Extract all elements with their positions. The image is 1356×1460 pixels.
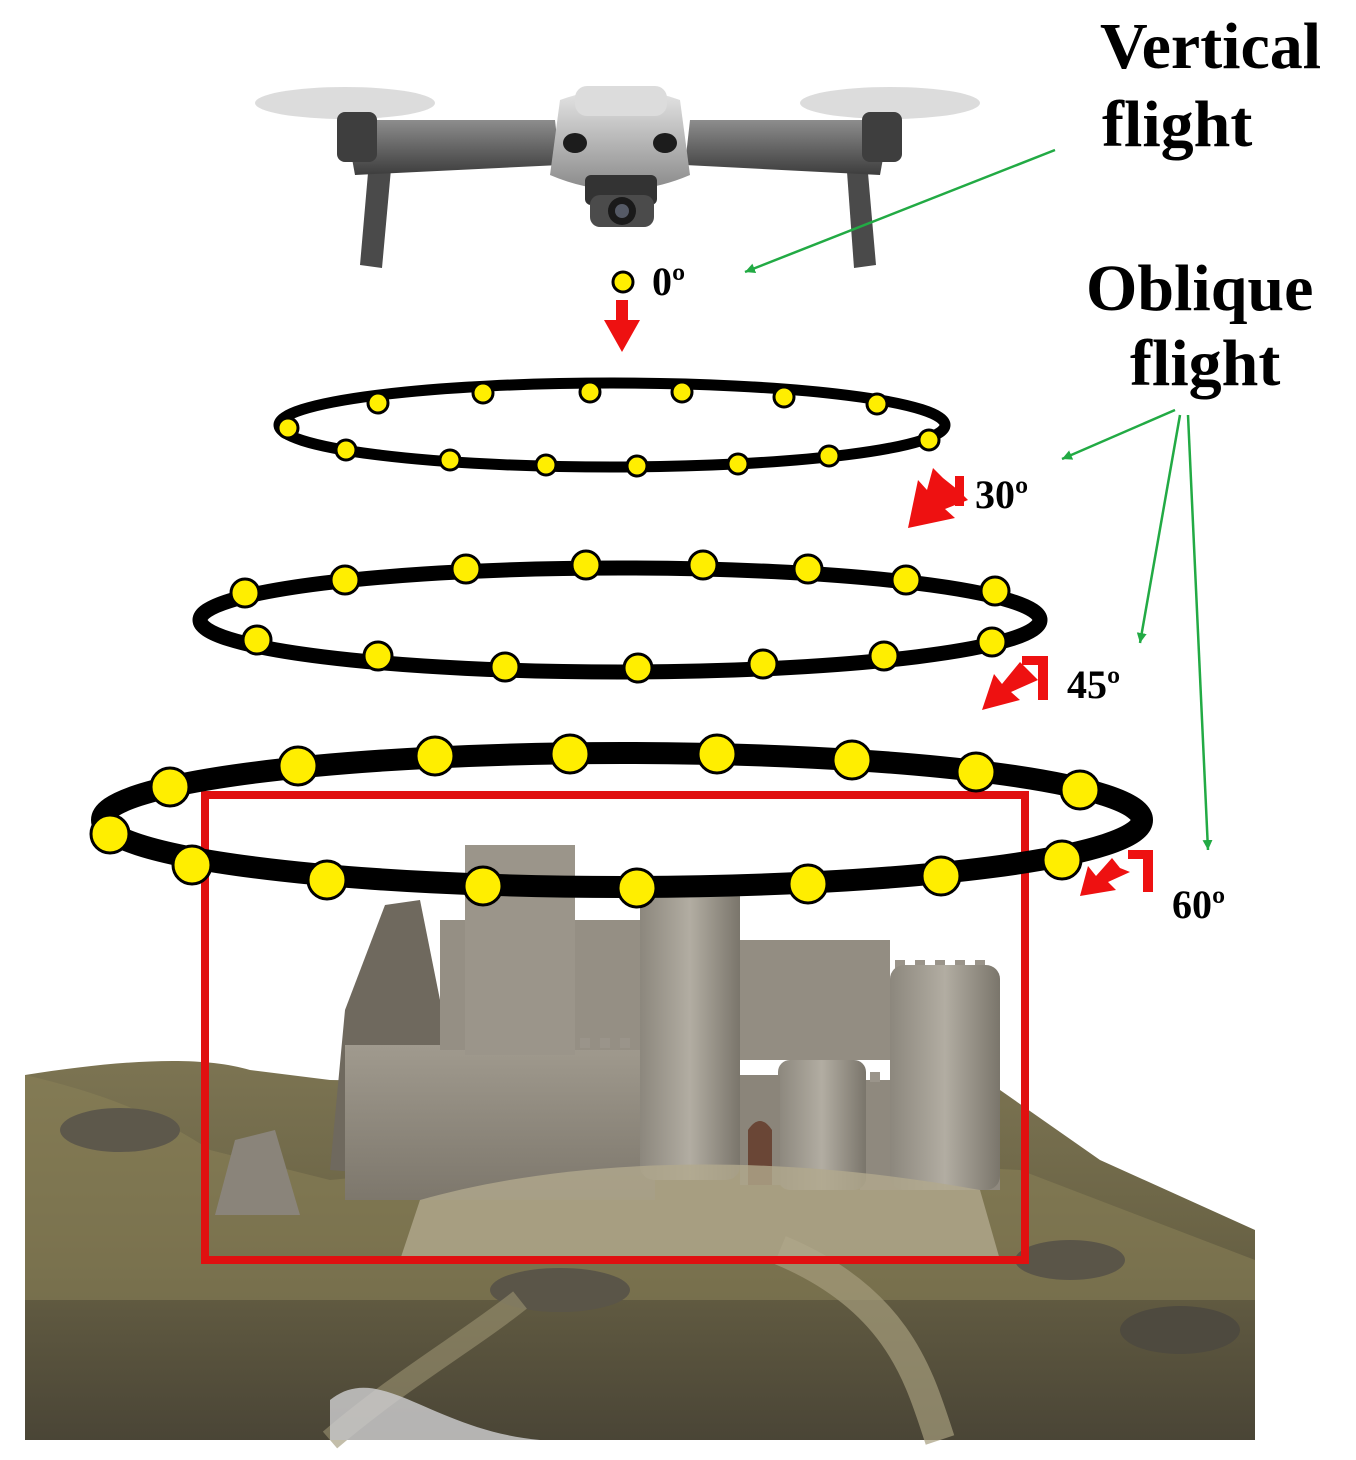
leader-line-45 (1136, 414, 1182, 644)
orbit-ring-45 (192, 560, 1048, 680)
waypoint (622, 652, 654, 684)
waypoint (670, 380, 694, 404)
waypoint (920, 855, 962, 897)
castle-terrain-illustration (25, 845, 1255, 1449)
waypoint (1059, 769, 1101, 811)
waypoint (696, 733, 738, 775)
waypoint (787, 863, 829, 905)
waypoint (976, 626, 1008, 658)
arrow-60-icon (1080, 850, 1153, 896)
waypoint (277, 745, 319, 787)
arrow-45-icon (982, 656, 1048, 710)
arrow-down-icon (604, 300, 640, 352)
leader-lines (744, 148, 1213, 851)
waypoint-nadir (611, 270, 635, 294)
waypoint (578, 380, 602, 404)
label-angle-45: 45º (1067, 662, 1120, 707)
waypoint (362, 640, 394, 672)
waypoint (917, 428, 941, 452)
label-angle-30: 30º (975, 472, 1028, 517)
waypoint (687, 549, 719, 581)
waypoint (276, 416, 300, 440)
leader-line-30 (1061, 408, 1176, 461)
label-vertical-line2: flight (1102, 88, 1252, 161)
label-angle-60: 60º (1172, 882, 1225, 927)
quadcopter-drone-icon (255, 86, 980, 268)
waypoint (414, 735, 456, 777)
label-vertical-line1: Vertical (1100, 10, 1321, 83)
waypoint (979, 575, 1011, 607)
arrow-30-icon (908, 468, 968, 528)
waypoint (726, 452, 750, 476)
waypoint (831, 739, 873, 781)
waypoint (241, 624, 273, 656)
leader-line-vertical (744, 148, 1056, 274)
waypoint (747, 648, 779, 680)
waypoint (625, 454, 649, 478)
waypoint (462, 865, 504, 907)
waypoint (306, 859, 348, 901)
area-of-interest-box (201, 791, 1029, 1264)
label-oblique-line2: flight (1130, 327, 1280, 400)
waypoint (171, 844, 213, 886)
waypoint (616, 867, 658, 909)
waypoint (570, 549, 602, 581)
waypoints (89, 270, 1101, 909)
waypoint (817, 444, 841, 468)
waypoint (229, 577, 261, 609)
waypoint (149, 766, 191, 808)
waypoint (1041, 839, 1083, 881)
waypoint (868, 640, 900, 672)
direction-arrows (604, 300, 1153, 896)
waypoint (334, 438, 358, 462)
label-angle-0: 0º (652, 259, 685, 304)
label-oblique-line1: Oblique (1086, 252, 1313, 325)
leader-line-60 (1186, 414, 1213, 851)
waypoint (450, 553, 482, 585)
waypoint (772, 385, 796, 409)
waypoint (534, 453, 558, 477)
waypoint (366, 391, 390, 415)
waypoint (471, 381, 495, 405)
waypoint (89, 813, 131, 855)
waypoint (329, 564, 361, 596)
waypoint (489, 651, 521, 683)
waypoint (438, 448, 462, 472)
waypoint (792, 553, 824, 585)
waypoint (865, 392, 889, 416)
waypoint (890, 564, 922, 596)
waypoint (549, 733, 591, 775)
waypoint (955, 751, 997, 793)
